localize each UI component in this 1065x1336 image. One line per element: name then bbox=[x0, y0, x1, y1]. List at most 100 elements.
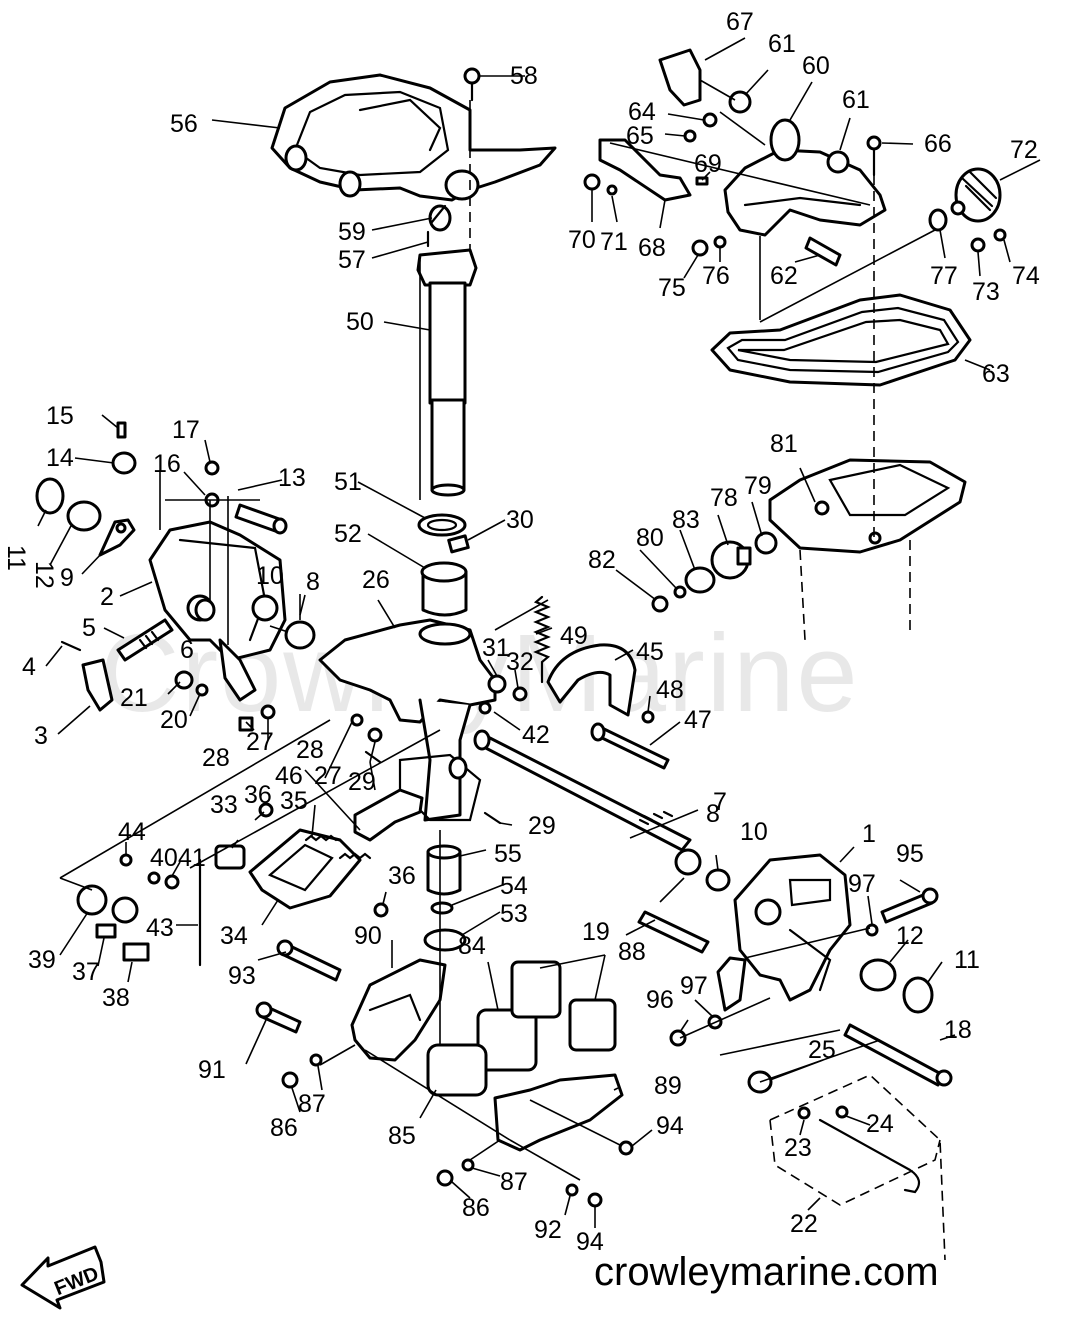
grease-nipple-27-part bbox=[260, 704, 276, 720]
tilt-lock-rod-22-part bbox=[818, 1118, 921, 1194]
callout-91: 91 bbox=[198, 1056, 226, 1084]
callout-44: 44 bbox=[118, 818, 146, 846]
friction-knob-72-part bbox=[950, 167, 1002, 223]
callout-1: 1 bbox=[862, 820, 876, 848]
callout-49: 49 bbox=[560, 622, 588, 650]
callout-4: 4 bbox=[22, 653, 36, 681]
callout-94b: 94 bbox=[656, 1112, 684, 1140]
callout-32: 32 bbox=[506, 648, 534, 676]
clamp-bracket-left-part bbox=[148, 520, 287, 702]
callout-3: 3 bbox=[34, 722, 48, 750]
bolt-86b-part bbox=[436, 1169, 454, 1187]
callout-8b: 8 bbox=[706, 800, 720, 828]
washer-20-part bbox=[195, 683, 209, 697]
callout-20: 20 bbox=[160, 706, 188, 734]
plate-3-part bbox=[81, 658, 114, 712]
callout-9: 9 bbox=[60, 564, 74, 592]
pin-62-part bbox=[804, 236, 842, 267]
nut-21-part bbox=[174, 670, 194, 690]
callout-55: 55 bbox=[494, 840, 522, 868]
clamp-bracket-right-part bbox=[733, 853, 852, 1002]
block-33-part bbox=[214, 844, 246, 870]
callout-92: 92 bbox=[534, 1216, 562, 1244]
stopper-band-45-part bbox=[546, 643, 637, 717]
callout-23: 23 bbox=[784, 1134, 812, 1162]
washer-12-left-part bbox=[66, 500, 102, 532]
spring-49-part bbox=[533, 595, 551, 684]
callout-60: 60 bbox=[802, 52, 830, 80]
bushing-59-part bbox=[428, 204, 452, 232]
callout-10a: 10 bbox=[256, 562, 284, 590]
nut-41-part bbox=[164, 874, 180, 890]
callout-79: 79 bbox=[744, 472, 772, 500]
callout-12a: 12 bbox=[30, 561, 58, 589]
callout-37: 37 bbox=[72, 958, 100, 986]
callout-41: 41 bbox=[178, 844, 206, 872]
fwd-arrow-icon: FWD bbox=[20, 1245, 106, 1310]
callout-28b: 28 bbox=[296, 736, 324, 764]
callout-83: 83 bbox=[672, 506, 700, 534]
callout-66: 66 bbox=[924, 130, 952, 158]
bushing-52-part bbox=[420, 561, 468, 617]
pin-29-part bbox=[364, 750, 382, 764]
callout-63: 63 bbox=[982, 360, 1010, 388]
callout-90: 90 bbox=[354, 922, 382, 950]
callout-58: 58 bbox=[510, 62, 538, 90]
swivel-bracket-part bbox=[318, 618, 497, 822]
spring-35-part bbox=[304, 834, 338, 842]
callout-73: 73 bbox=[972, 278, 1000, 306]
callout-13: 13 bbox=[278, 464, 306, 492]
cover-67-part bbox=[658, 48, 702, 107]
callout-45: 45 bbox=[636, 638, 664, 666]
washer-97a-part bbox=[865, 923, 879, 937]
nut-94b-part bbox=[618, 1140, 634, 1156]
nut-96-part bbox=[669, 1029, 687, 1047]
callout-94a: 94 bbox=[576, 1228, 604, 1256]
bolt-18-part bbox=[843, 1023, 945, 1087]
site-url-text: crowleymarine.com bbox=[594, 1250, 939, 1294]
damper-55-part bbox=[426, 844, 462, 896]
callout-86b: 86 bbox=[462, 1194, 490, 1222]
link-68-part bbox=[598, 138, 692, 202]
bolt-86a-part bbox=[281, 1071, 299, 1089]
callout-14: 14 bbox=[46, 444, 74, 472]
bracket-89-part bbox=[493, 1073, 624, 1152]
callout-27a: 27 bbox=[246, 728, 274, 756]
bolt-47-part bbox=[590, 722, 670, 770]
clip-37-part bbox=[95, 923, 117, 939]
callout-18: 18 bbox=[944, 1016, 972, 1044]
callout-42: 42 bbox=[522, 721, 550, 749]
callout-69: 69 bbox=[694, 150, 722, 178]
washer-6-part bbox=[194, 598, 216, 622]
nut-11-left-part bbox=[35, 477, 65, 515]
callout-12b: 12 bbox=[896, 922, 924, 950]
callout-61a: 61 bbox=[768, 30, 796, 58]
callout-17: 17 bbox=[172, 416, 200, 444]
damper-88-left-part bbox=[510, 960, 562, 1019]
callout-19: 19 bbox=[582, 918, 610, 946]
tilt-frame-34-part bbox=[248, 828, 362, 910]
callout-16: 16 bbox=[153, 450, 181, 478]
callout-35: 35 bbox=[280, 787, 308, 815]
callout-97a: 97 bbox=[848, 870, 876, 898]
callout-21: 21 bbox=[120, 684, 148, 712]
callout-26: 26 bbox=[362, 566, 390, 594]
callout-85: 85 bbox=[388, 1122, 416, 1150]
steering-bracket-part bbox=[270, 73, 557, 202]
callout-59: 59 bbox=[338, 218, 366, 246]
callout-7: 7 bbox=[713, 788, 727, 816]
callout-31: 31 bbox=[482, 634, 510, 662]
callout-43: 43 bbox=[146, 914, 174, 942]
mount-85-part bbox=[426, 1043, 488, 1097]
washer-76-part bbox=[713, 235, 727, 249]
bolt-70-part bbox=[583, 173, 601, 191]
pin-24-part bbox=[835, 1105, 849, 1119]
callout-82: 82 bbox=[588, 546, 616, 574]
callout-67: 67 bbox=[726, 8, 754, 36]
callout-93: 93 bbox=[228, 962, 256, 990]
bushing-61a-part bbox=[728, 90, 752, 114]
tiller-bracket-part bbox=[723, 118, 887, 237]
spring-39-part bbox=[76, 884, 108, 916]
collar-8-right-part bbox=[674, 848, 702, 876]
